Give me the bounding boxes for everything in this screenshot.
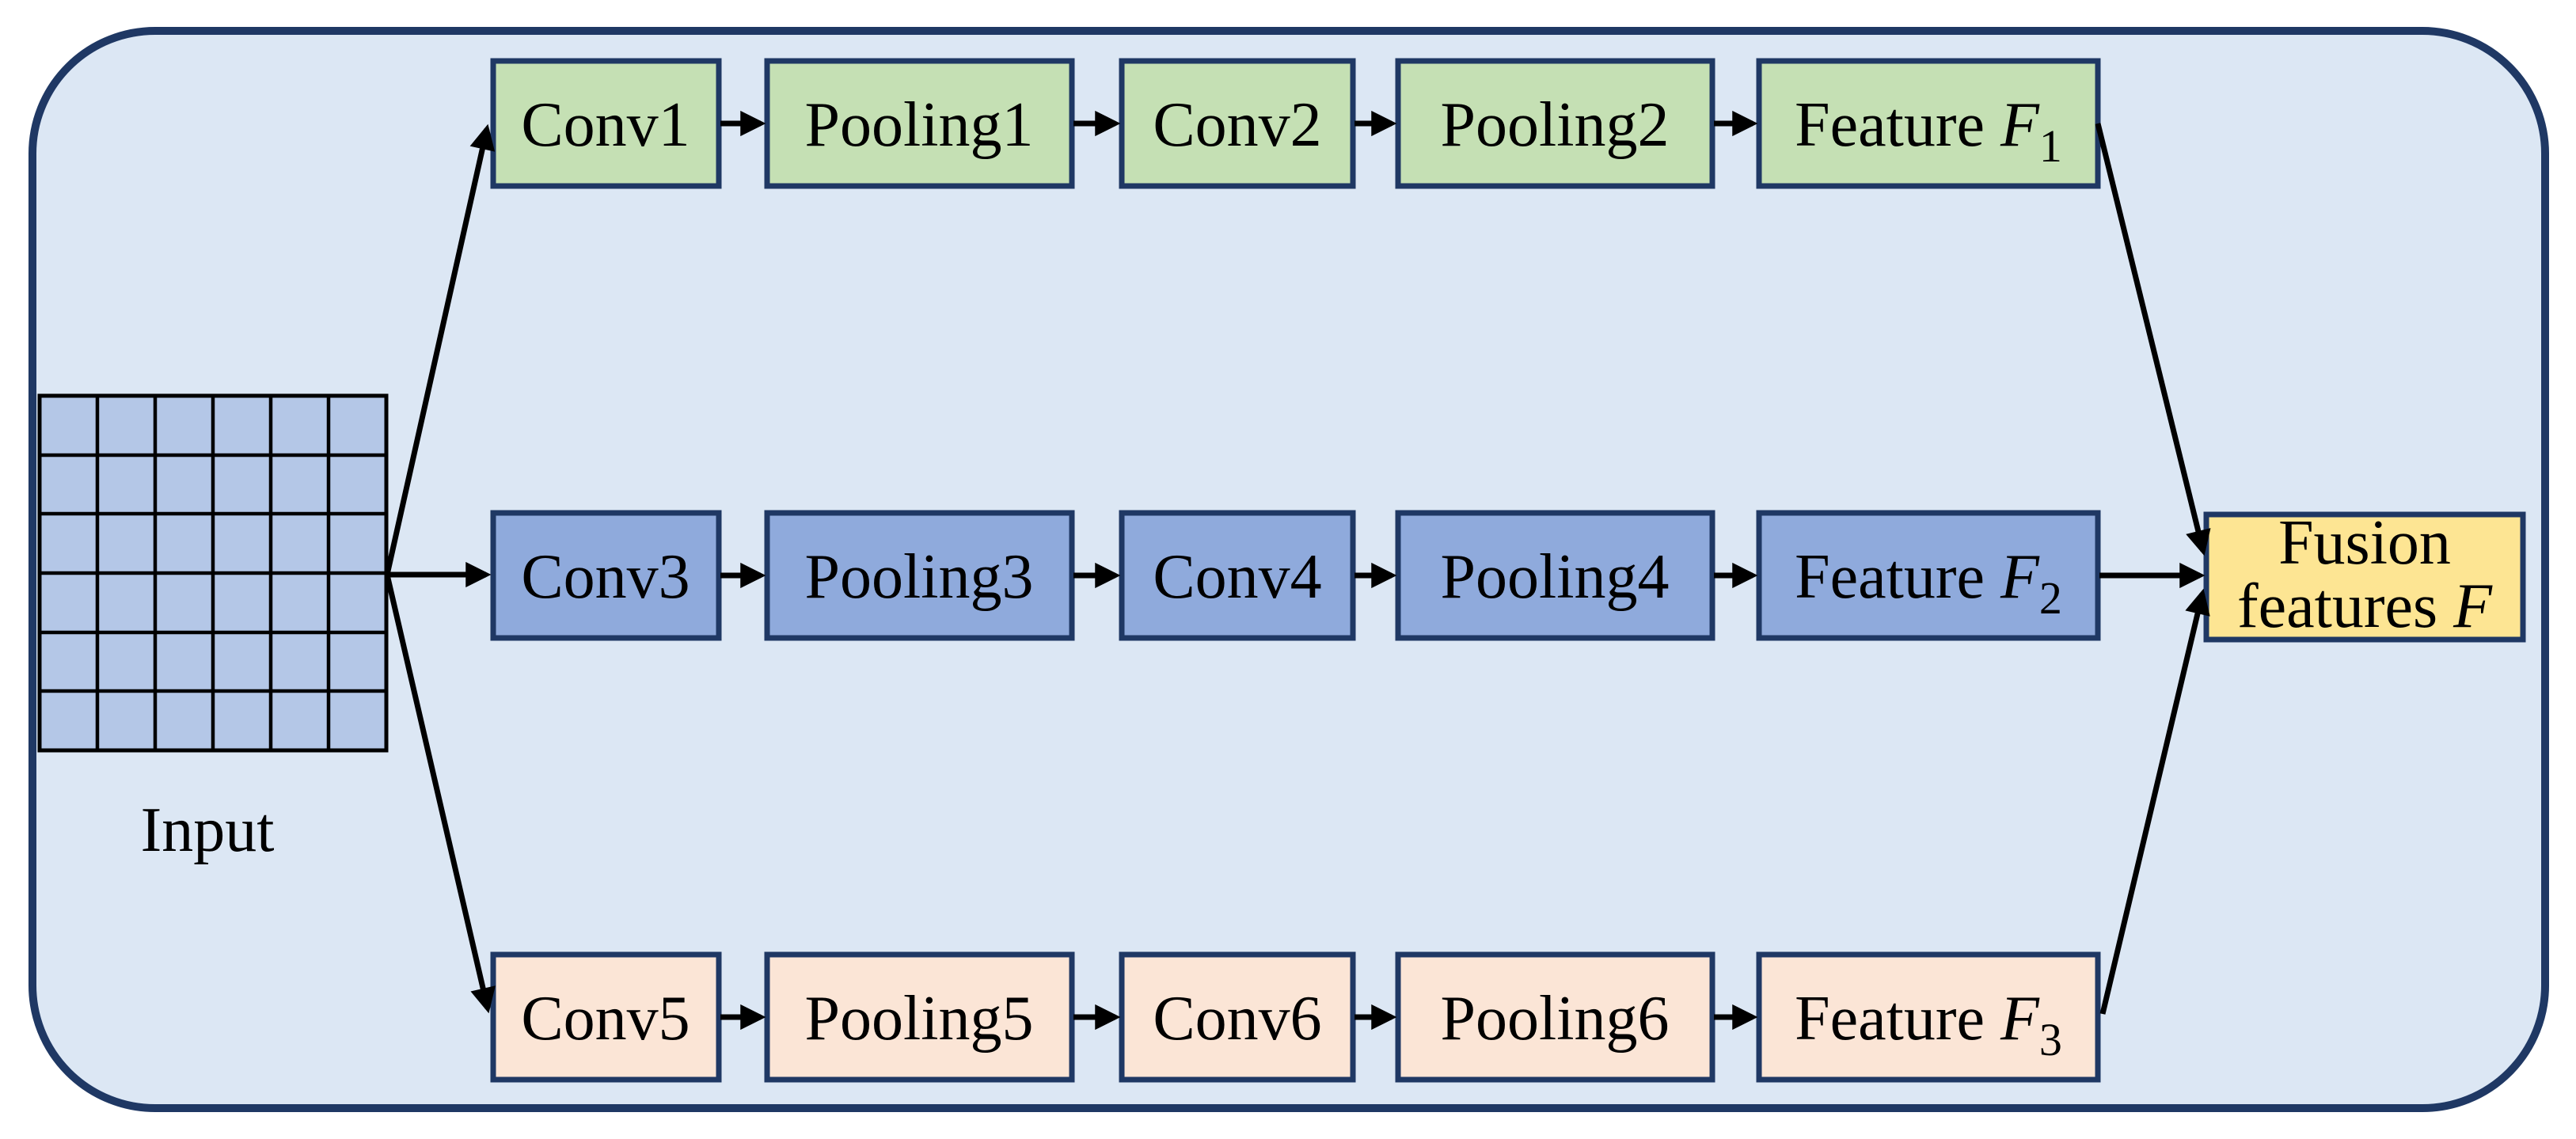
box-feature-f2-label: Feature F2 <box>1795 542 2062 624</box>
box-pooling3-label: Pooling3 <box>805 542 1034 612</box>
box-conv6 <box>1119 951 1356 1083</box>
feature-f2-symbol: F <box>2000 542 2040 612</box>
box-conv5-label: Conv5 <box>521 984 690 1054</box>
box-feature-f3 <box>1756 951 2101 1083</box>
box-feature-f1 <box>1756 58 2101 189</box>
box-pooling1 <box>764 58 1075 189</box>
feature-f1-prefix: Feature <box>1795 90 2000 160</box>
feature-f3-prefix: Feature <box>1795 984 2000 1054</box>
box-conv4-label: Conv4 <box>1153 542 1321 612</box>
box-feature-f3-label: Feature F3 <box>1795 984 2062 1065</box>
box-pooling4 <box>1395 510 1715 641</box>
box-pooling3 <box>764 510 1075 641</box>
feature-f2-prefix: Feature <box>1795 542 2000 612</box>
arrow-input-to-conv1 <box>384 123 496 575</box>
box-conv6-label: Conv6 <box>1153 984 1321 1054</box>
box-pooling6-label: Pooling6 <box>1441 984 1670 1054</box>
box-conv1-label: Conv1 <box>521 90 690 160</box>
box-pooling6 <box>1395 951 1715 1083</box>
fusion-symbol: F <box>2453 571 2493 641</box>
box-fusion-features <box>2203 511 2526 643</box>
branch-top: Conv1 Pooling1 Conv2 Pooling2 Feature F1 <box>490 58 2101 189</box>
box-pooling4-label: Pooling4 <box>1441 542 1670 612</box>
box-pooling5-label: Pooling5 <box>805 984 1034 1054</box>
feature-f2-subscript: 2 <box>2039 572 2062 624</box>
box-conv3 <box>490 510 722 641</box>
box-pooling1-label: Pooling1 <box>805 90 1034 160</box>
fusion-line2-prefix: features <box>2237 571 2453 641</box>
box-conv1 <box>490 58 722 189</box>
box-conv2-label: Conv2 <box>1153 90 1321 160</box>
arrow-input-to-conv5 <box>384 574 496 1014</box>
box-pooling2-label: Pooling2 <box>1441 90 1670 160</box>
input-grid <box>37 393 389 753</box>
box-conv2 <box>1119 58 1356 189</box>
fusion-label-line2: features F <box>2237 571 2493 641</box>
box-pooling5 <box>764 951 1075 1083</box>
box-conv5 <box>490 951 722 1083</box>
arrow-feature-f3-to-fusion <box>2099 588 2210 1015</box>
feature-f3-subscript: 3 <box>2039 1014 2062 1065</box>
feature-f1-symbol: F <box>2000 90 2040 160</box>
feature-f3-symbol: F <box>2000 984 2040 1054</box>
box-pooling2 <box>1395 58 1715 189</box>
input-label: Input <box>141 795 275 865</box>
box-conv3-label: Conv3 <box>521 542 690 612</box>
box-feature-f1-label: Feature F1 <box>1795 90 2062 172</box>
arrow-feature-f1-to-fusion <box>2095 123 2211 556</box>
box-conv4 <box>1119 510 1356 641</box>
branch-bottom: Conv5 Pooling5 Conv6 Pooling6 Feature F3 <box>490 951 2101 1083</box>
feature-f1-subscript: 1 <box>2039 120 2062 172</box>
branch-middle: Conv3 Pooling3 Conv4 Pooling4 Feature F2 <box>490 510 2101 641</box>
fusion-label-line1: Fusion <box>2278 508 2451 578</box>
box-feature-f2 <box>1756 510 2101 641</box>
